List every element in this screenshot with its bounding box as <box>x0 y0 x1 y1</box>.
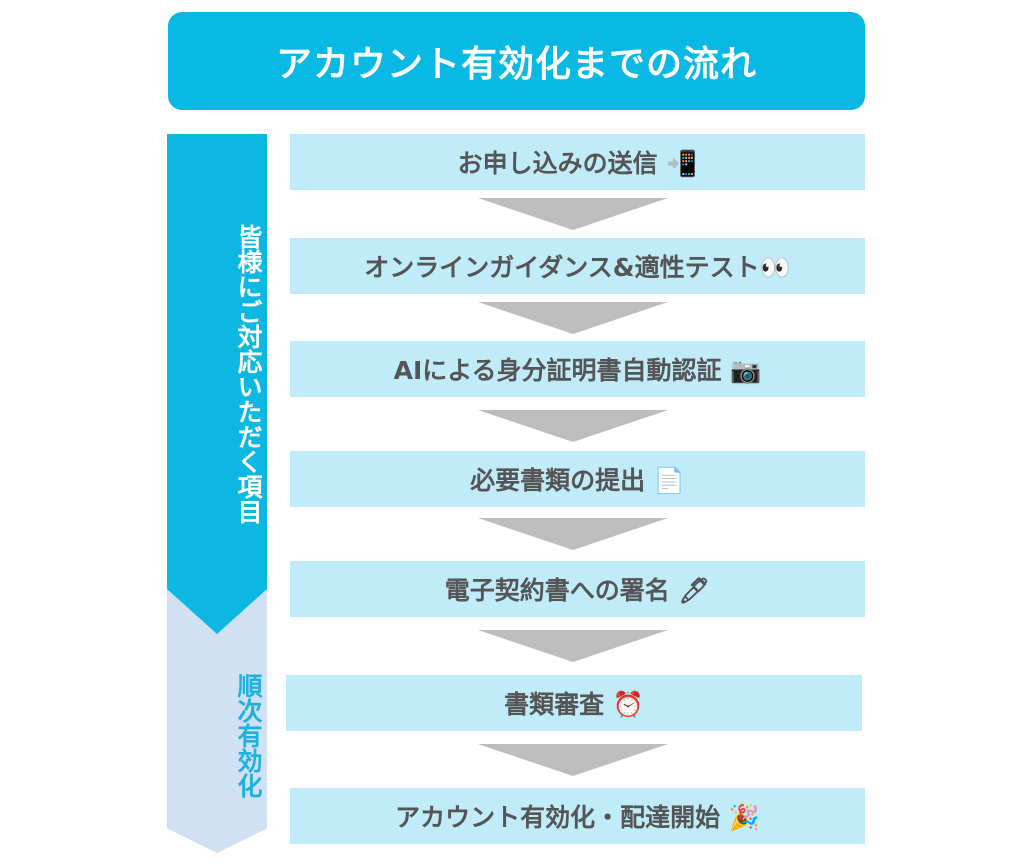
step-online-guidance: オンラインガイダンス&適性テスト👀 <box>290 238 865 294</box>
step-submit-documents: 必要書類の提出 📄 <box>290 451 865 507</box>
step-document-review: 書類審査 ⏰ <box>286 675 862 731</box>
flow-arrow <box>478 630 668 662</box>
flow-arrow <box>478 518 668 550</box>
flow-arrow <box>478 198 668 230</box>
step-id-verification: AIによる身分証明書自動認証 📷 <box>290 341 865 397</box>
step-account-activation: アカウント有効化・配達開始 🎉 <box>290 788 865 844</box>
flow-arrow <box>478 410 668 442</box>
customer-actions-banner: 皆様にご対応いただく項目 <box>167 134 267 634</box>
step-submit-application: お申し込みの送信 📲 <box>290 134 865 190</box>
step-sign-contract: 電子契約書への署名 🖊 <box>290 561 865 617</box>
page-title: アカウント有効化までの流れ <box>168 12 865 110</box>
flow-arrow <box>478 302 668 334</box>
customer-actions-label: 皆様にご対応いただく項目 <box>234 224 263 524</box>
flow-arrow <box>478 744 668 776</box>
sequential-activation-label: 順次有効化 <box>234 672 263 798</box>
